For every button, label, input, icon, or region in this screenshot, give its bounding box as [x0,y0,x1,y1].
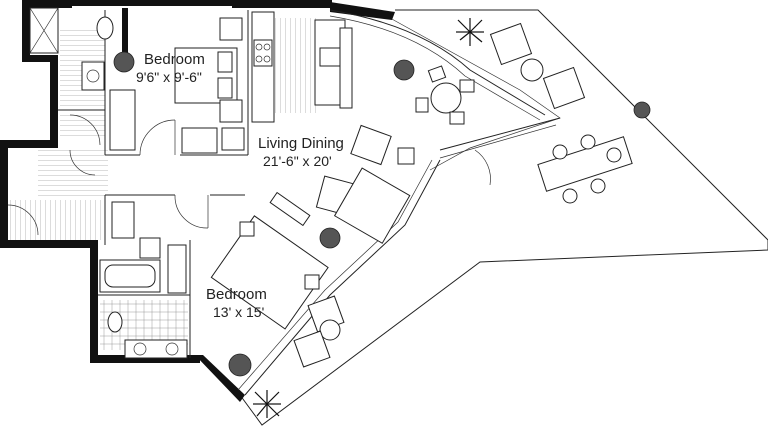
bedroom-1-furniture [113,17,245,154]
exterior-walls [0,0,395,402]
living-dining-label: Living Dining [258,135,344,152]
bedroom-1-dimensions: 9'6" x 9'-6" [136,69,202,85]
bedroom-2-furniture [210,215,329,377]
bedroom-2-label: Bedroom [206,286,267,303]
window-wall-north [329,9,546,121]
living-dining-dimensions: 21'-6" x 20' [263,153,332,169]
window-wall-south [237,117,561,396]
palm-icon [456,18,484,46]
bathroom-1-fixtures [29,7,136,151]
bedroom-1-label: Bedroom [144,51,205,68]
kitchen [251,11,353,123]
terrace-furniture [293,22,651,368]
bedroom-2-dimensions: 13' x 15' [213,304,264,320]
palm-icon [253,390,281,418]
doors [7,114,491,236]
living-furniture [269,59,475,249]
bathroom-2-fixtures [99,201,188,359]
